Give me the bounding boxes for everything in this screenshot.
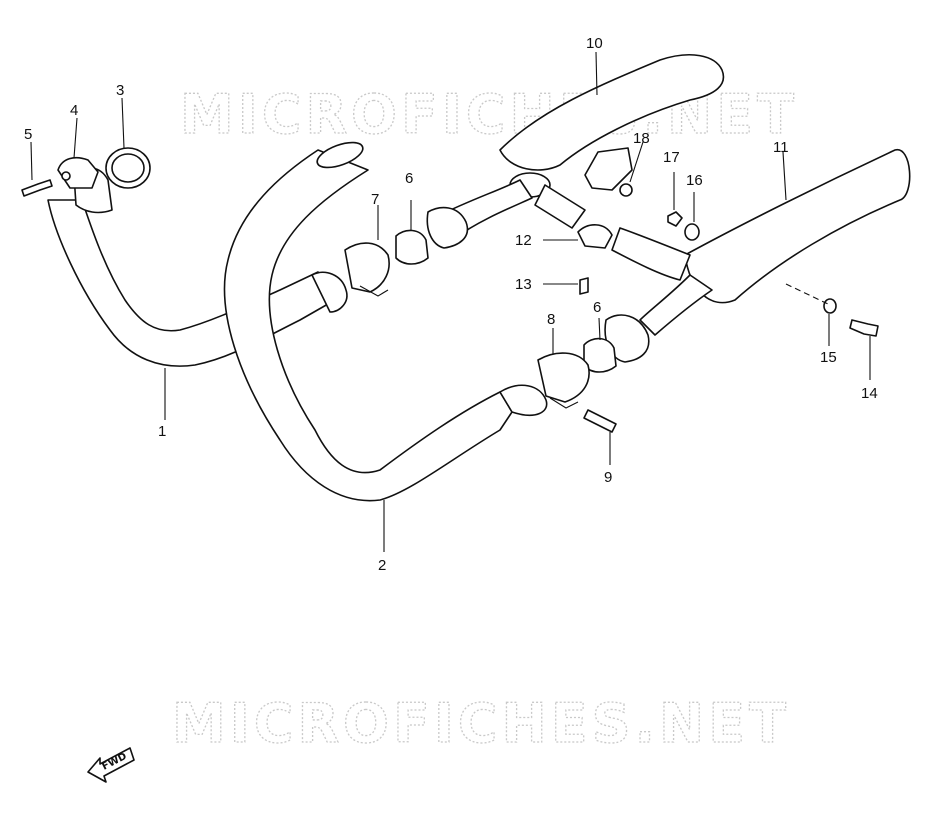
washer-15	[823, 298, 837, 314]
leader-lines	[30, 51, 871, 552]
gasket-6-upper	[395, 229, 429, 265]
muffler-upper	[426, 54, 725, 249]
assembly-axis-line	[785, 283, 829, 305]
nut-17	[667, 211, 683, 227]
gasket-3	[105, 147, 151, 189]
bolt-14	[849, 319, 879, 337]
callout-7: 7	[371, 191, 379, 208]
callout-labels: 1 2 3 4 5 6 6 7 8 9 10 11 12 13 14 15 16…	[24, 35, 878, 574]
bolt-5	[21, 179, 53, 197]
callout-13: 13	[515, 276, 532, 293]
callout-12: 12	[515, 232, 532, 249]
callout-6-upper: 6	[405, 170, 413, 187]
callout-10: 10	[586, 35, 603, 52]
fwd-arrow: FWD	[87, 747, 135, 783]
callout-14: 14	[861, 385, 878, 402]
exhaust-pipe-rear	[223, 141, 548, 502]
callout-11: 11	[773, 139, 789, 156]
clamp-12	[577, 224, 613, 249]
callout-6-lower: 6	[593, 299, 601, 316]
callout-18: 18	[633, 130, 650, 147]
bolt-9	[583, 409, 617, 433]
flange-4	[57, 156, 99, 189]
clamp-8	[537, 352, 590, 409]
watermark-bottom: MICROFICHES.NET	[172, 692, 790, 755]
callout-2: 2	[378, 557, 386, 574]
washer-16	[684, 223, 700, 241]
callout-4: 4	[70, 102, 78, 119]
callout-5: 5	[24, 126, 32, 143]
muffler-lower	[604, 149, 911, 363]
callout-3: 3	[116, 82, 124, 99]
bolt-13	[579, 277, 589, 295]
callout-17: 17	[663, 149, 680, 166]
callout-15: 15	[820, 349, 837, 366]
callout-9: 9	[604, 469, 612, 486]
callout-8: 8	[547, 311, 555, 328]
callout-16: 16	[686, 172, 703, 189]
clamp-7	[344, 242, 390, 297]
bracket-18	[584, 147, 633, 197]
callout-1: 1	[158, 423, 166, 440]
